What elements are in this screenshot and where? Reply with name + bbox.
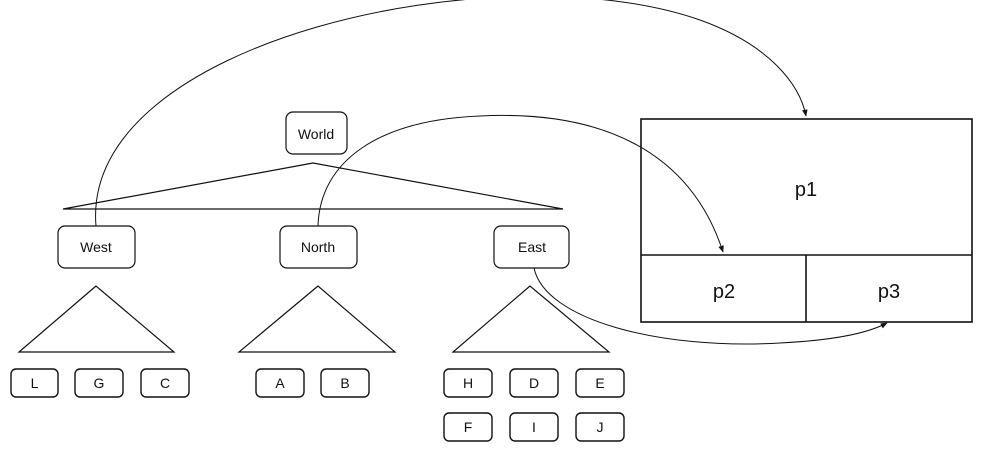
partition-label-p2: p2 bbox=[713, 281, 735, 303]
root-subtree-triangle bbox=[62, 162, 564, 210]
leaf-node-l: L bbox=[10, 368, 59, 398]
leaf-label-d: D bbox=[529, 375, 539, 391]
leaf-label-c: C bbox=[160, 375, 170, 391]
leaf-label-a: A bbox=[275, 375, 285, 391]
partition-label-p1: p1 bbox=[795, 179, 817, 201]
leaf-node-f: F bbox=[443, 412, 493, 442]
arrow-west-to-p1 bbox=[95, 0, 808, 227]
root-node-world: World bbox=[285, 111, 348, 155]
leaf-node-g: G bbox=[74, 368, 124, 398]
leaf-node-h: H bbox=[443, 368, 493, 398]
region-label-north: North bbox=[301, 239, 335, 255]
partition-label-p3: p3 bbox=[878, 281, 900, 303]
partition-box: p1 p2 p3 bbox=[640, 118, 973, 323]
leaf-label-l: L bbox=[31, 375, 39, 391]
leaf-node-b: B bbox=[320, 368, 370, 398]
leaf-label-f: F bbox=[464, 419, 473, 435]
region-node-north: North bbox=[279, 225, 358, 269]
arrow-east-to-p3 bbox=[533, 267, 888, 345]
north-subtree-triangle bbox=[237, 285, 397, 353]
region-label-east: East bbox=[518, 239, 546, 255]
arrow-north-to-p2 bbox=[317, 114, 724, 253]
leaf-node-a: A bbox=[255, 368, 305, 398]
leaf-node-e: E bbox=[575, 368, 625, 398]
leaf-label-e: E bbox=[595, 375, 604, 391]
region-label-west: West bbox=[80, 239, 112, 255]
leaf-node-j: J bbox=[575, 412, 625, 442]
east-subtree-triangle bbox=[451, 285, 611, 353]
leaf-label-g: G bbox=[94, 375, 105, 391]
region-node-east: East bbox=[493, 225, 570, 269]
west-subtree-triangle bbox=[17, 285, 176, 353]
leaf-node-c: C bbox=[140, 368, 190, 398]
leaf-label-i: I bbox=[532, 419, 536, 435]
root-label: World bbox=[298, 126, 334, 142]
leaf-label-b: B bbox=[340, 375, 349, 391]
leaf-label-j: J bbox=[597, 419, 604, 435]
leaf-label-h: H bbox=[463, 375, 473, 391]
leaf-node-i: I bbox=[509, 412, 559, 442]
region-node-west: West bbox=[57, 225, 136, 269]
leaf-node-d: D bbox=[509, 368, 559, 398]
